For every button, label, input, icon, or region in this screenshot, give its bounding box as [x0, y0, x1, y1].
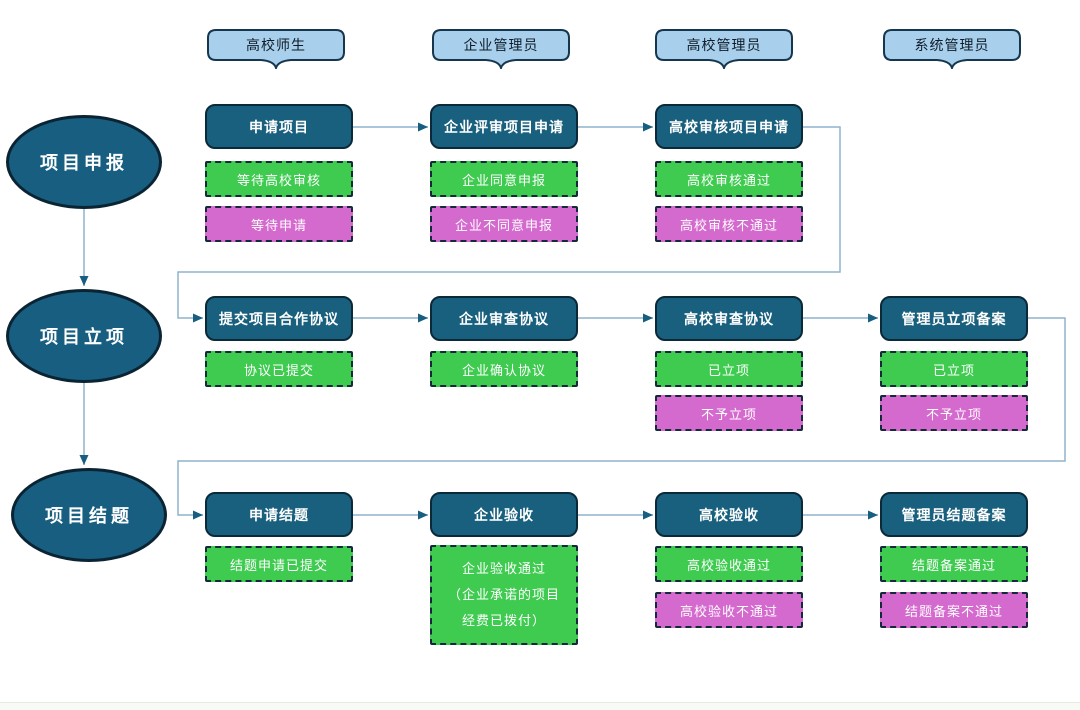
status-success-node: 高校验收通过 — [655, 546, 803, 582]
status-rejected-node: 高校审核不通过 — [655, 206, 803, 242]
step-node: 管理员立项备案 — [880, 296, 1028, 341]
step-node: 高校验收 — [655, 492, 803, 537]
status-success-node: 高校审核通过 — [655, 161, 803, 197]
lane-banner-university-staff: 高校师生 — [207, 29, 345, 69]
status-rejected-node: 等待申请 — [205, 206, 353, 242]
status-rejected-node: 企业不同意申报 — [430, 206, 578, 242]
lane-banner-company-admin: 企业管理员 — [432, 29, 570, 69]
banner-ribbon-shape — [207, 29, 345, 69]
step-node: 企业评审项目申请 — [430, 104, 578, 149]
step-node: 提交项目合作协议 — [205, 296, 353, 341]
status-success-node: 结题申请已提交 — [205, 546, 353, 582]
lane-label: 企业管理员 — [463, 36, 539, 53]
status-line: （企业承诺的项目 — [447, 587, 560, 602]
status-rejected-node: 高校验收不通过 — [655, 592, 803, 628]
status-success-node: 协议已提交 — [205, 351, 353, 387]
status-rejected-node: 结题备案不通过 — [880, 592, 1028, 628]
status-success-node: 企业确认协议 — [430, 351, 578, 387]
lane-label: 高校师生 — [246, 36, 306, 53]
banner-ribbon-shape — [883, 29, 1021, 69]
status-success-node: 企业验收通过 （企业承诺的项目 经费已拨付） — [430, 545, 578, 645]
footer-strip — [0, 702, 1080, 710]
phase-node-approval: 项目立项 — [6, 289, 162, 383]
step-node: 申请结题 — [205, 492, 353, 537]
phase-node-application: 项目申报 — [6, 115, 162, 209]
status-success-node: 结题备案通过 — [880, 546, 1028, 582]
connector-row2-to-row3 — [177, 317, 1066, 520]
lane-banner-university-admin: 高校管理员 — [655, 29, 793, 69]
lane-label: 系统管理员 — [914, 36, 990, 53]
status-line: 企业验收通过 — [461, 561, 546, 576]
step-node: 高校审查协议 — [655, 296, 803, 341]
lane-banner-system-admin: 系统管理员 — [883, 29, 1021, 69]
step-node: 企业审查协议 — [430, 296, 578, 341]
step-node: 管理员结题备案 — [880, 492, 1028, 537]
connector-row1-to-row2 — [177, 126, 841, 323]
status-line: 经费已拨付） — [461, 613, 546, 628]
step-node: 高校审核项目申请 — [655, 104, 803, 149]
status-success-node: 已立项 — [655, 351, 803, 387]
step-node: 申请项目 — [205, 104, 353, 149]
status-success-node: 企业同意申报 — [430, 161, 578, 197]
phase-node-conclusion: 项目结题 — [11, 468, 167, 562]
status-rejected-node: 不予立项 — [880, 395, 1028, 431]
lane-label: 高校管理员 — [686, 36, 762, 53]
step-node: 企业验收 — [430, 492, 578, 537]
banner-ribbon-shape — [655, 29, 793, 69]
status-rejected-node: 不予立项 — [655, 395, 803, 431]
banner-ribbon-shape — [432, 29, 570, 69]
status-success-node: 等待高校审核 — [205, 161, 353, 197]
status-success-node: 已立项 — [880, 351, 1028, 387]
